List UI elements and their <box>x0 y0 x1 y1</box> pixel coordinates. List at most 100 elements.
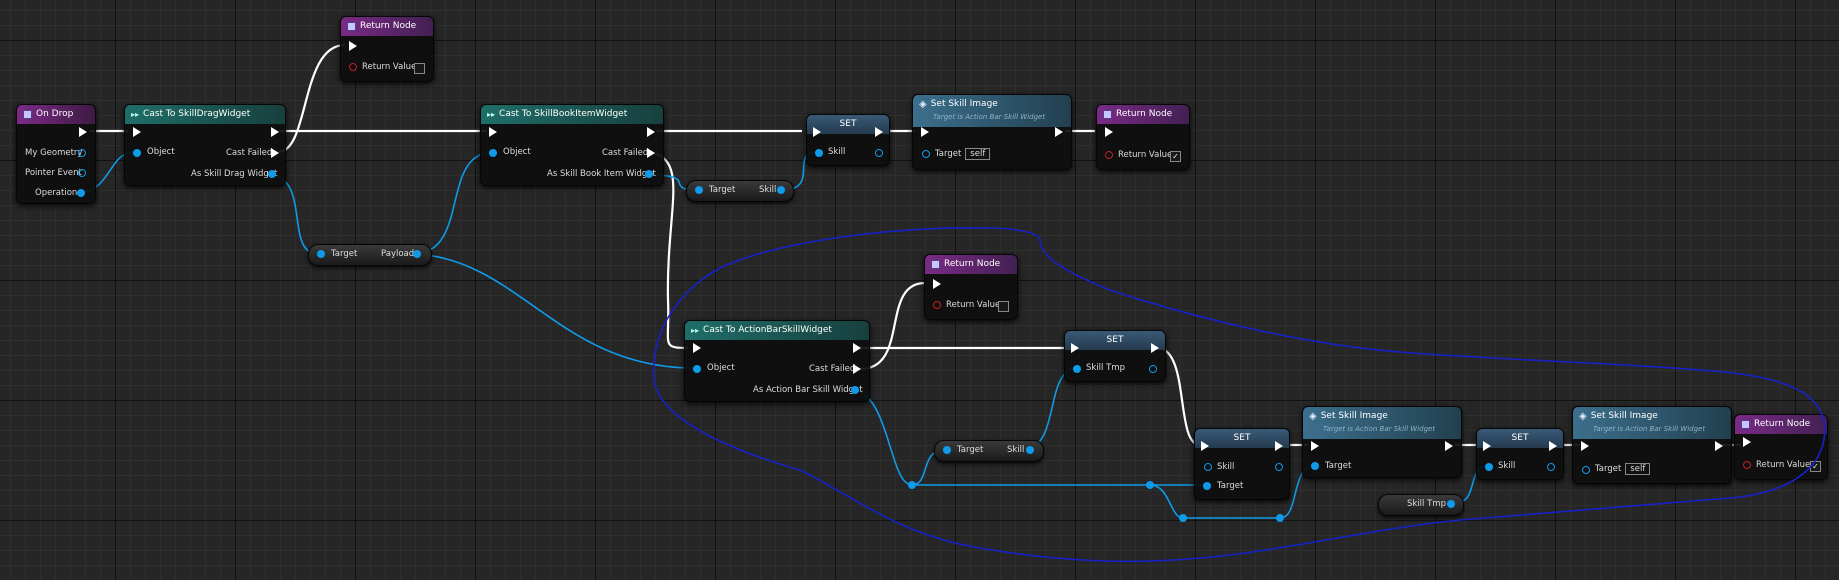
object-in-pin[interactable] <box>489 149 497 157</box>
reroute-node[interactable] <box>908 481 916 489</box>
exec-in-pin[interactable] <box>133 127 141 137</box>
self-field[interactable]: self <box>965 148 991 160</box>
exec-in-pin[interactable] <box>693 343 701 353</box>
node-title: SET <box>1065 331 1165 350</box>
exec-out-pin[interactable] <box>1151 343 1159 353</box>
skill-tmp-out-pin[interactable] <box>1149 365 1157 373</box>
set-skill-node[interactable]: SET Skill <box>1476 428 1564 480</box>
node-title: Set Skill Image <box>1590 411 1658 421</box>
target-in-pin[interactable] <box>1311 462 1319 470</box>
data-out-pin[interactable] <box>77 189 85 197</box>
cast-to-skill-book-item-widget-node[interactable]: ▸▸Cast To SkillBookItemWidget Object Cas… <box>480 104 664 186</box>
target-in-pin[interactable] <box>317 250 325 258</box>
skill-in-pin[interactable] <box>815 149 823 157</box>
return-node[interactable]: Return Node Return Value ✓ <box>1734 414 1828 480</box>
exec-out-pin[interactable] <box>853 364 861 374</box>
exec-out-pin[interactable] <box>271 148 279 158</box>
exec-out-pin[interactable] <box>647 148 655 158</box>
skill-getter-node[interactable]: Target Skill <box>686 180 794 202</box>
pin-label: Return Value <box>1756 460 1811 470</box>
exec-out-pin[interactable] <box>271 127 279 137</box>
data-out-pin[interactable] <box>268 170 276 178</box>
data-out-pin[interactable] <box>78 169 86 177</box>
node-title: On Drop <box>36 109 74 119</box>
skill-out-pin[interactable] <box>1547 463 1555 471</box>
cast-to-action-bar-skill-widget-node[interactable]: ▸▸Cast To ActionBarSkillWidget Object Ca… <box>684 320 870 402</box>
bool-in-pin[interactable] <box>1743 461 1751 469</box>
exec-in-pin[interactable] <box>1743 437 1751 447</box>
bool-in-pin[interactable] <box>1105 151 1113 159</box>
exec-in-pin[interactable] <box>813 127 821 137</box>
set-skill-image-node[interactable]: ◈Set Skill Image Target is Action Bar Sk… <box>912 94 1072 170</box>
pin-label: Object <box>707 363 735 373</box>
return-value-checkbox[interactable]: ✓ <box>1810 461 1821 472</box>
data-out-pin[interactable] <box>851 386 859 394</box>
return-node[interactable]: Return Node Return Value <box>340 16 434 82</box>
exec-out-pin[interactable] <box>1445 441 1453 451</box>
exec-out-pin[interactable] <box>1715 441 1723 451</box>
skill-getter-node[interactable]: Target Skill <box>934 440 1044 462</box>
pin-label: As Skill Book Item Widget <box>547 169 656 179</box>
data-out-pin[interactable] <box>78 149 86 157</box>
data-out-pin[interactable] <box>413 250 421 258</box>
target-in-pin[interactable] <box>943 446 951 454</box>
data-out-pin[interactable] <box>777 186 785 194</box>
data-out-pin[interactable] <box>1447 500 1455 508</box>
exec-in-pin[interactable] <box>1071 343 1079 353</box>
object-in-pin[interactable] <box>693 365 701 373</box>
return-value-checkbox[interactable] <box>414 63 425 74</box>
target-in-pin[interactable] <box>1582 466 1590 474</box>
exec-out-pin[interactable] <box>853 343 861 353</box>
return-value-checkbox[interactable]: ✓ <box>1170 151 1181 162</box>
exec-out-pin[interactable] <box>647 127 655 137</box>
exec-in-pin[interactable] <box>921 127 929 137</box>
skill-out-pin[interactable] <box>875 149 883 157</box>
exec-out-pin[interactable] <box>1549 441 1557 451</box>
skill-tmp-in-pin[interactable] <box>1073 365 1081 373</box>
self-field[interactable]: self <box>1625 463 1651 475</box>
return-value-checkbox[interactable] <box>998 301 1009 312</box>
reroute-node[interactable] <box>1179 514 1187 522</box>
exec-in-pin[interactable] <box>1483 441 1491 451</box>
return-node[interactable]: Return Node Return Value ✓ <box>1096 104 1190 170</box>
target-in-pin[interactable] <box>695 186 703 194</box>
data-out-pin[interactable] <box>645 170 653 178</box>
reroute-node[interactable] <box>1146 481 1154 489</box>
exec-out-pin[interactable] <box>1055 127 1063 137</box>
bool-in-pin[interactable] <box>349 63 357 71</box>
data-out-pin[interactable] <box>1026 446 1034 454</box>
on-drop-event-node[interactable]: On Drop My Geometry Pointer Event Operat… <box>16 104 96 204</box>
payload-getter-node[interactable]: Target Payload <box>308 244 432 266</box>
pin-label: Skill Tmp <box>1407 499 1446 509</box>
set-skill-image-node[interactable]: ◈Set Skill Image Target is Action Bar Sk… <box>1572 406 1732 484</box>
exec-out-pin[interactable] <box>1275 441 1283 451</box>
cast-to-skill-drag-widget-node[interactable]: ▸▸Cast To SkillDragWidget Object Cast Fa… <box>124 104 286 186</box>
skill-in-pin[interactable] <box>1485 463 1493 471</box>
exec-in-pin[interactable] <box>1311 441 1319 451</box>
exec-out-pin[interactable] <box>79 127 87 137</box>
skill-in-pin[interactable] <box>1204 463 1212 471</box>
pin-label: Skill <box>1498 461 1516 471</box>
return-node[interactable]: Return Node Return Value <box>924 254 1018 320</box>
set-skill-tmp-node[interactable]: SET Skill Tmp <box>1064 330 1166 382</box>
bool-in-pin[interactable] <box>933 301 941 309</box>
node-title: Return Node <box>360 21 417 31</box>
skill-tmp-getter-node[interactable]: Skill Tmp <box>1378 494 1464 516</box>
exec-in-pin[interactable] <box>489 127 497 137</box>
object-in-pin[interactable] <box>133 149 141 157</box>
set-skill-image-node[interactable]: ◈Set Skill Image Target is Action Bar Sk… <box>1302 406 1462 478</box>
skill-out-pin[interactable] <box>1275 463 1283 471</box>
reroute-node[interactable] <box>1276 514 1284 522</box>
exec-in-pin[interactable] <box>349 41 357 51</box>
exec-in-pin[interactable] <box>933 279 941 289</box>
target-in-pin[interactable] <box>922 150 930 158</box>
set-skill-node[interactable]: SET Skill <box>806 114 890 166</box>
exec-in-pin[interactable] <box>1581 441 1589 451</box>
exec-in-pin[interactable] <box>1105 127 1113 137</box>
target-in-pin[interactable] <box>1203 482 1211 490</box>
exec-out-pin[interactable] <box>875 127 883 137</box>
exec-in-pin[interactable] <box>1201 441 1209 451</box>
set-skill-target-node[interactable]: SET Skill Target <box>1194 428 1290 500</box>
pin-label: Skill Tmp <box>1086 363 1125 373</box>
